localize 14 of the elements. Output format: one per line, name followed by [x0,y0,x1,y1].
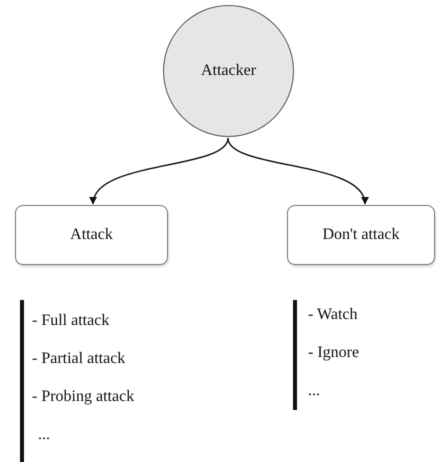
list-item: - Probing attack [32,388,134,406]
arrow [91,138,229,205]
arrow [227,138,367,205]
list-item: ... [308,382,320,400]
list-item: - Full attack [32,312,110,330]
decision-box [15,205,168,265]
list-item: - Partial attack [32,350,126,368]
list-item: - Watch [308,306,358,324]
decision-box [287,205,435,265]
list-item: - Ignore [308,344,360,362]
list-item: ... [38,426,50,444]
node-label: Attacker [200,62,256,80]
node-label: Don't attack [322,226,400,244]
node-label: Attack [70,226,113,244]
